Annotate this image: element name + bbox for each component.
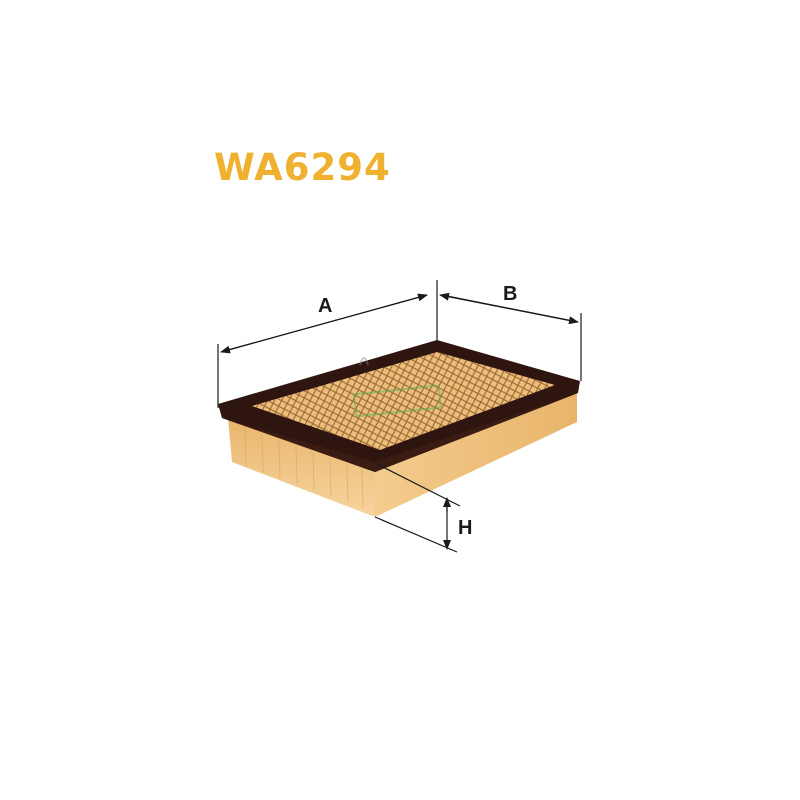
dimension-b: B bbox=[439, 283, 579, 325]
filter-mesh-top bbox=[252, 352, 555, 450]
brand-watermark-icon bbox=[352, 357, 443, 418]
dimension-h-label: H bbox=[458, 517, 472, 539]
product-code-title: WA6294 bbox=[214, 146, 391, 189]
dimension-b-label: B bbox=[503, 283, 517, 305]
dimension-a-label: A bbox=[318, 295, 332, 317]
dimension-a: A bbox=[220, 293, 428, 354]
dimension-h: H bbox=[443, 497, 472, 550]
filter-side-media bbox=[228, 392, 577, 517]
